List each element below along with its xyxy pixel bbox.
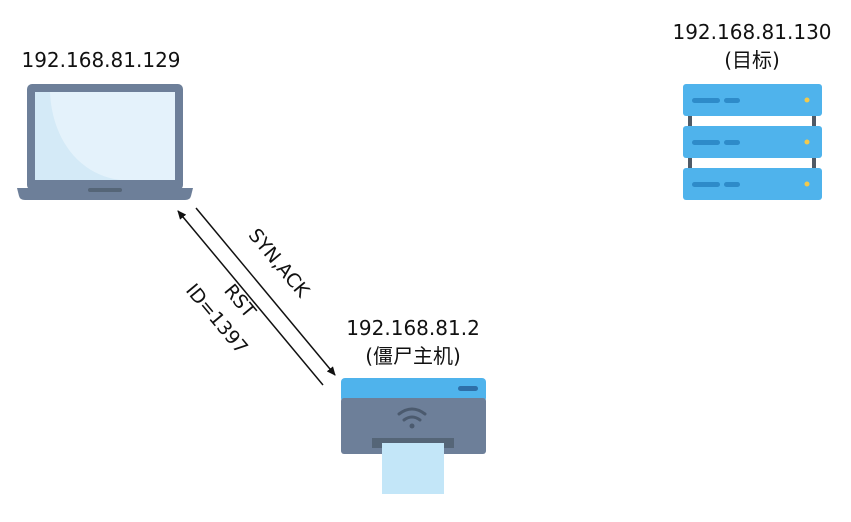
target-role-label: (目标) — [724, 48, 780, 72]
printer-icon — [341, 378, 486, 494]
syn-ack-label: SYN,ACK — [244, 224, 314, 302]
target-ip-label: 192.168.81.130 — [672, 20, 832, 44]
zombie-ip-label: 192.168.81.2 — [346, 316, 480, 340]
server-icon — [683, 84, 822, 200]
zombie-role-label: (僵尸主机) — [365, 344, 461, 368]
syn-ack-arrow — [195, 207, 336, 376]
rst-arrow — [177, 210, 324, 386]
attacker-ip-label: 192.168.81.129 — [21, 48, 181, 72]
laptop-icon — [17, 84, 193, 200]
wifi-icon — [397, 407, 427, 422]
